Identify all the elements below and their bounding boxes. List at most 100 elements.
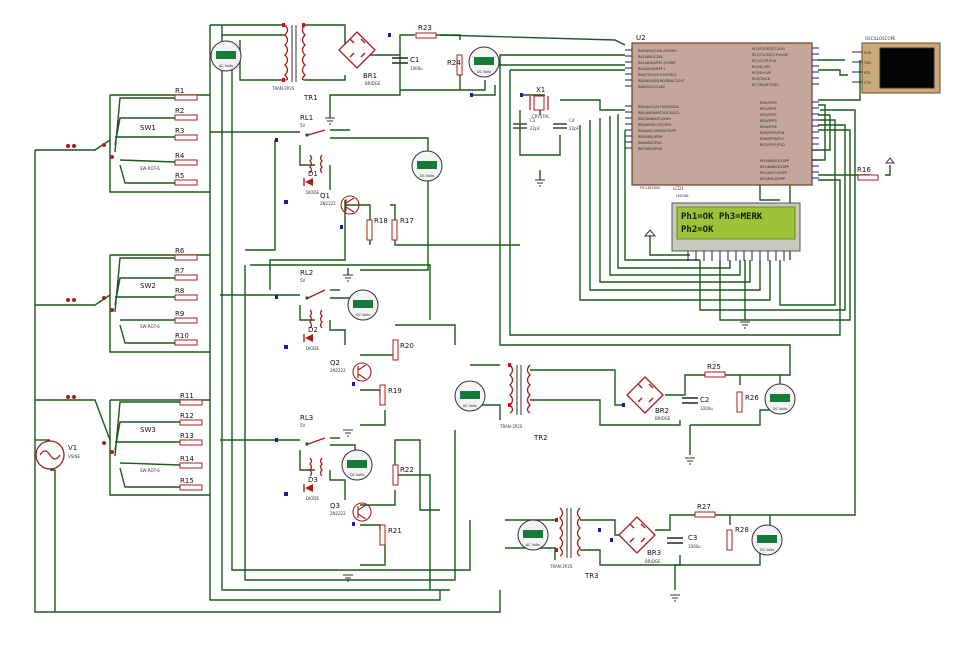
svg-text:RL1: RL1 [300,114,313,122]
pin-markers [275,23,625,552]
svg-text:C3: C3 [530,118,536,123]
voltmeter-ac-3: AC Volts [517,519,549,551]
bridge-br3: BR3 BRIDGE [618,516,661,564]
rotary-switch-sw2: SW2 SW-ROT-6 [62,257,175,344]
capacitor-c4: C3 22pF [513,118,541,131]
transformer-tr1: TR1 TRAN-2P2S [271,24,318,102]
svg-text:22pF: 22pF [530,126,541,131]
svg-text:SW-ROT-6: SW-ROT-6 [140,166,160,171]
transistor-q2: Q2 2N2222 [330,359,372,382]
svg-text:RB1/AN10/INT1/SCK/SCL: RB1/AN10/INT1/SCK/SCL [638,111,680,115]
crystal-x1: X1 CRYSTAL [529,86,550,119]
svg-text:RD6/SPP6/P1C: RD6/SPP6/P1C [760,137,785,141]
svg-text:R3: R3 [175,127,184,135]
svg-text:RA1/AN1/C2IN-: RA1/AN1/C2IN- [638,55,664,59]
svg-text:C1: C1 [410,56,419,64]
svg-text:RD2/SPP2: RD2/SPP2 [760,113,777,117]
svg-text:RC5/D+/VP: RC5/D+/VP [752,71,771,75]
svg-text:5V: 5V [300,278,306,283]
svg-text:2N2222: 2N2222 [330,511,346,516]
svg-text:5V: 5V [300,423,306,428]
svg-text:1000u: 1000u [688,544,701,549]
capacitor-c2: C2 1000u [682,396,713,411]
svg-text:TR3: TR3 [584,572,599,580]
ac-source-v1: V1 VSINE [35,440,80,470]
relay-rl1: RL1 5V [300,114,326,174]
voltmeters: AC Volts DC Volts DC Volts DC Volts DC V… [210,40,796,556]
svg-text:TRAN-2P2S: TRAN-2P2S [271,86,295,91]
svg-text:V1: V1 [68,444,77,452]
svg-text:OSCILLOSCOPE: OSCILLOSCOPE [865,36,896,41]
svg-text:TRAN-2P2S: TRAN-2P2S [499,424,523,429]
svg-text:Q2: Q2 [330,359,340,367]
transistor-q3: Q3 2N2222 [330,502,372,522]
svg-text:RC1/T1OSI/CCP2/UOE: RC1/T1OSI/CCP2/UOE [752,53,788,57]
ground-symbols [325,117,896,602]
svg-text:SW-ROT-6: SW-ROT-6 [140,468,160,473]
svg-text:DIODE: DIODE [306,496,319,501]
svg-text:DC Volts: DC Volts [773,407,787,411]
svg-text:R20: R20 [400,342,414,350]
bridge-br1: BR1 BRIDGE [338,31,381,86]
mcu-port-c-pins: RC0/T1OSO/T13CKI RC1/T1OSI/CCP2/UOE RC2/… [752,47,788,87]
svg-text:D1: D1 [308,170,318,178]
svg-text:RA0/AN0/C1IN-/ULPWU: RA0/AN0/C1IN-/ULPWU [638,49,677,53]
svg-text:R11: R11 [180,392,194,400]
svg-text:R23: R23 [418,24,432,32]
svg-text:22pF: 22pF [569,126,580,131]
svg-text:5V: 5V [300,123,306,128]
microcontroller-u2: U2 PIC16F4550 RA0/AN0/C1IN-/ULPWU RA1/AN… [625,34,819,190]
relay-rl2: RL2 5V [300,269,326,329]
svg-text:RC4/D-/VM: RC4/D-/VM [752,65,770,69]
wiring [34,24,891,613]
mcu-port-d-pins: RD0/SPP0 RD1/SPP1 RD2/SPP2 RD3/SPP3 RD4/… [760,101,785,147]
svg-text:Ph2=OK: Ph2=OK [681,225,714,235]
svg-text:RA4/T0CKI/C1OUT/RCV: RA4/T0CKI/C1OUT/RCV [638,73,677,77]
svg-text:TR1: TR1 [303,94,318,102]
svg-text:CRYSTAL: CRYSTAL [532,114,550,119]
svg-text:RE2/AN7/OESPP: RE2/AN7/OESPP [760,171,787,175]
diode-d3: D3 DIODE [303,476,319,501]
svg-text:TR2: TR2 [533,434,548,442]
svg-text:R4: R4 [175,152,185,160]
svg-text:TXD: TXD [863,61,871,65]
voltmeter-dc-6: DC Volts [751,524,783,556]
svg-text:CTS: CTS [864,81,871,85]
svg-text:DC Volts: DC Volts [350,473,364,477]
svg-text:D2: D2 [308,326,318,334]
svg-text:DC Volts: DC Volts [420,174,434,178]
svg-text:DC Volts: DC Volts [760,548,774,552]
voltmeter-ac-1: AC Volts [210,40,242,72]
svg-text:RB0/AN12/FLT0/SDI/SDA: RB0/AN12/FLT0/SDI/SDA [638,105,680,109]
svg-text:1000u: 1000u [700,406,713,411]
svg-text:R22: R22 [400,466,414,474]
svg-text:DIODE: DIODE [306,190,319,195]
svg-text:AC Volts: AC Volts [526,543,540,547]
svg-text:R6: R6 [175,247,185,255]
svg-text:R26: R26 [745,394,759,402]
svg-text:RD7/SPP7/P1D: RD7/SPP7/P1D [760,143,785,147]
svg-text:BR2: BR2 [655,407,669,415]
svg-text:R7: R7 [175,267,184,275]
svg-text:RA2/AN2/VREF-/CVREF: RA2/AN2/VREF-/CVREF [638,61,676,65]
svg-text:U2: U2 [636,34,646,42]
bridge-br2: BR2 BRIDGE [626,376,671,421]
svg-text:R9: R9 [175,310,184,318]
svg-text:RA5/AN4/SS/HLVDIN/C2OUT: RA5/AN4/SS/HLVDIN/C2OUT [638,79,686,83]
svg-text:RXD: RXD [864,51,872,55]
svg-text:Ph1=OK Ph3=MERK: Ph1=OK Ph3=MERK [681,212,763,222]
voltmeter-dc-4: DC Volts [341,449,373,481]
svg-text:SW1: SW1 [140,124,156,132]
mcu-port-b-pins: RB0/AN12/FLT0/SDI/SDA RB1/AN10/INT1/SCK/… [638,105,680,151]
svg-text:R24: R24 [447,59,461,67]
svg-text:RB4/AN11/KBI0/CSSPP: RB4/AN11/KBI0/CSSPP [638,129,676,133]
svg-text:X1: X1 [536,86,545,94]
rotary-switch-sw3: SW3 SW-ROT-6 [62,395,181,488]
svg-text:R1: R1 [175,87,184,95]
svg-text:R15: R15 [180,477,194,485]
svg-text:RL2: RL2 [300,269,313,277]
svg-text:RA6/OSC2/CLKO: RA6/OSC2/CLKO [638,85,666,89]
svg-text:AC Volts: AC Volts [219,64,233,68]
svg-text:RD0/SPP0: RD0/SPP0 [760,101,777,105]
